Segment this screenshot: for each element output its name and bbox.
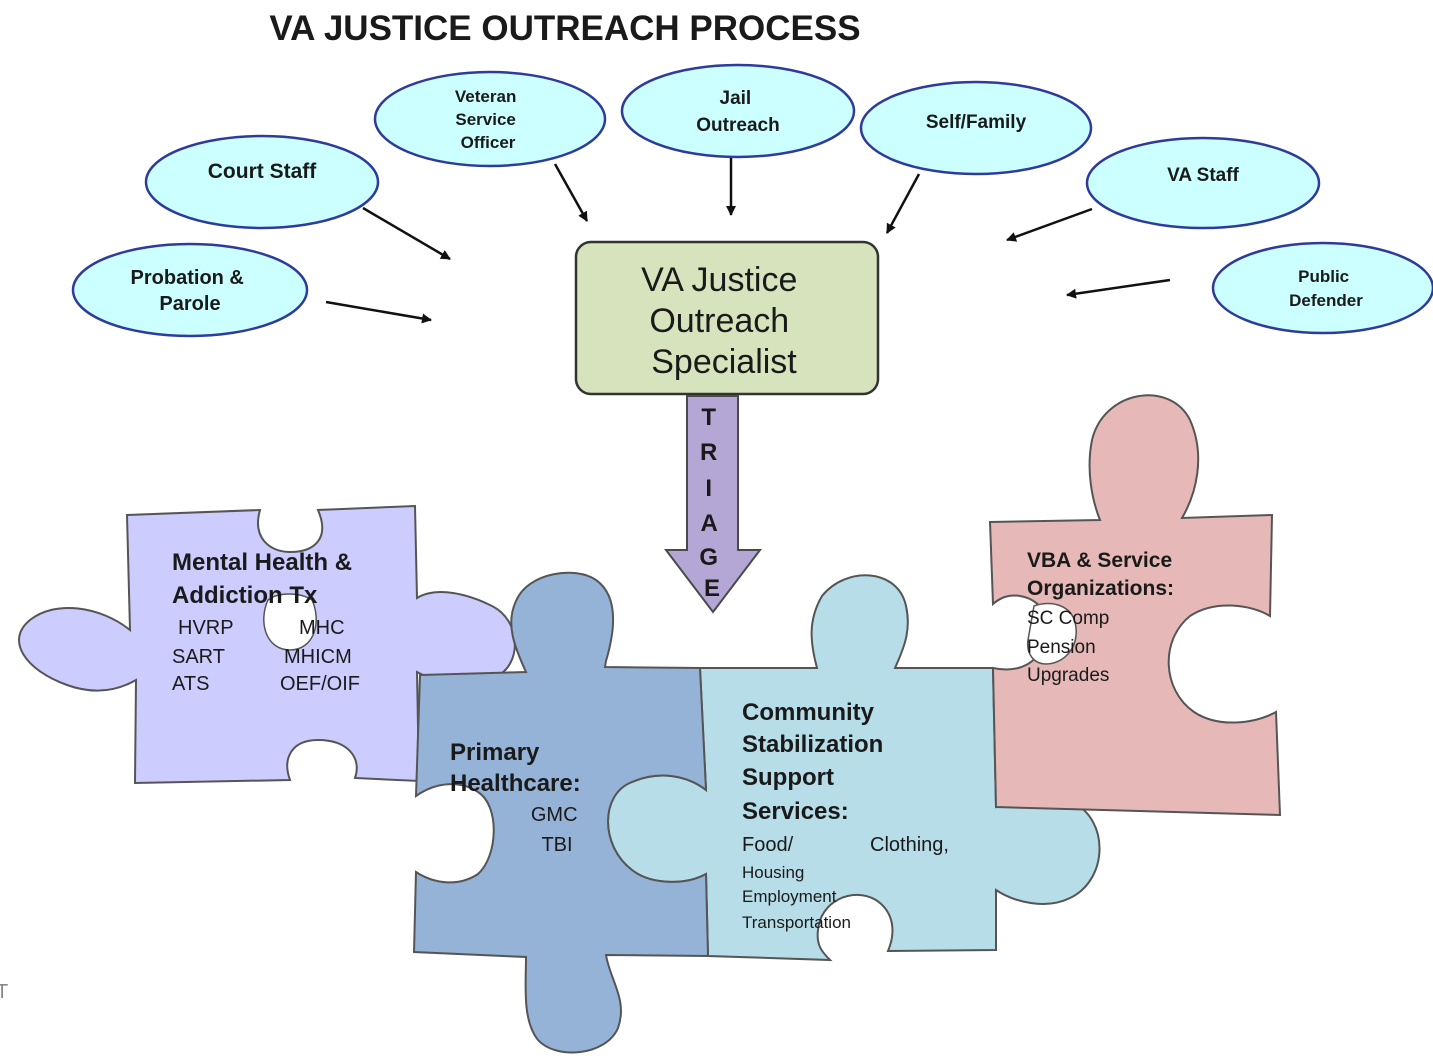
specialist-label: VA Justice Outreach Specialist bbox=[641, 261, 807, 381]
vba-heading: VBA & Service Organizations: bbox=[1027, 549, 1178, 600]
primary-heading: Primary Healthcare: bbox=[450, 739, 581, 797]
source-veteran-service-officer: Veteran Service Officer bbox=[373, 70, 607, 168]
puzzle-shape bbox=[412, 571, 710, 1054]
puzzle-primary-healthcare bbox=[412, 571, 710, 1054]
primary-healthcare-text: Primary Healthcare: GMC TBI bbox=[450, 739, 583, 856]
arrow-self bbox=[885, 173, 921, 234]
source-court-staff: Court Staff bbox=[144, 134, 380, 230]
bubble-shape bbox=[1211, 241, 1433, 335]
community-heading: Community Stabilization Support Services… bbox=[742, 699, 890, 825]
edge-mark: T bbox=[0, 981, 8, 1003]
vba-items: SC Comp Pension Upgrades bbox=[1027, 608, 1115, 686]
bubble-shape bbox=[144, 134, 380, 230]
bubble-label: Jail Outreach bbox=[696, 88, 779, 136]
bubble-shape bbox=[373, 70, 607, 168]
source-probation-parole: Probation & Parole bbox=[71, 242, 309, 338]
mental-health-left-list: HVRP SART ATS bbox=[172, 617, 239, 695]
puzzle-hole bbox=[1026, 602, 1077, 665]
source-jail-outreach: Jail Outreach bbox=[620, 63, 856, 159]
community-item-clothing: Clothing, bbox=[870, 834, 949, 856]
primary-items: GMC TBI bbox=[531, 804, 583, 856]
mental-health-text: Mental Health & Addiction Tx HVRP SART A… bbox=[172, 549, 360, 695]
arrow-probation bbox=[325, 300, 432, 324]
community-text: Community Stabilization Support Services… bbox=[742, 699, 949, 932]
bubble-label: Public Defender bbox=[1289, 267, 1363, 310]
triage-arrow-shape bbox=[663, 395, 763, 614]
triage-arrow: T R I A G E bbox=[663, 395, 763, 614]
justice-outreach-specialist: VA Justice Outreach Specialist bbox=[574, 240, 880, 396]
source-public-defender: Public Defender bbox=[1211, 241, 1433, 335]
bubble-label: Veteran Service Officer bbox=[455, 87, 521, 152]
mental-health-right-list: MHC MHICM OEF/OIF bbox=[280, 617, 360, 695]
bubble-shape bbox=[71, 242, 309, 338]
mental-health-heading: Mental Health & Addiction Tx bbox=[172, 549, 359, 609]
arrow-vso bbox=[553, 163, 589, 222]
bubble-shape bbox=[859, 80, 1093, 176]
community-item-list: Housing Employment Transportation bbox=[742, 863, 851, 932]
source-self-family: Self/Family bbox=[859, 80, 1093, 176]
arrow-va-staff bbox=[1006, 207, 1093, 242]
bubble-label: VA Staff bbox=[1167, 165, 1239, 186]
triage-label: T R I A G E bbox=[699, 404, 724, 602]
arrow-court bbox=[362, 206, 451, 261]
puzzle-shape bbox=[988, 394, 1282, 817]
vba-text: VBA & Service Organizations: SC Comp Pen… bbox=[1027, 549, 1178, 686]
puzzle-mental-health bbox=[18, 504, 516, 785]
bubble-shape bbox=[620, 63, 856, 159]
bubble-shape bbox=[1085, 136, 1321, 230]
bubble-label: Self/Family bbox=[926, 112, 1027, 133]
community-item-food: Food/ bbox=[742, 834, 794, 856]
puzzle-vba bbox=[988, 394, 1282, 817]
referral-arrows bbox=[325, 158, 1171, 324]
arrow-defender bbox=[1066, 278, 1171, 299]
diagram-title: VA JUSTICE OUTREACH PROCESS bbox=[269, 9, 860, 48]
bubble-label: Probation & Parole bbox=[131, 267, 250, 315]
specialist-box bbox=[574, 240, 880, 396]
puzzle-hole bbox=[263, 593, 317, 651]
source-va-staff: VA Staff bbox=[1085, 136, 1321, 230]
bubble-label: Court Staff bbox=[208, 160, 317, 183]
